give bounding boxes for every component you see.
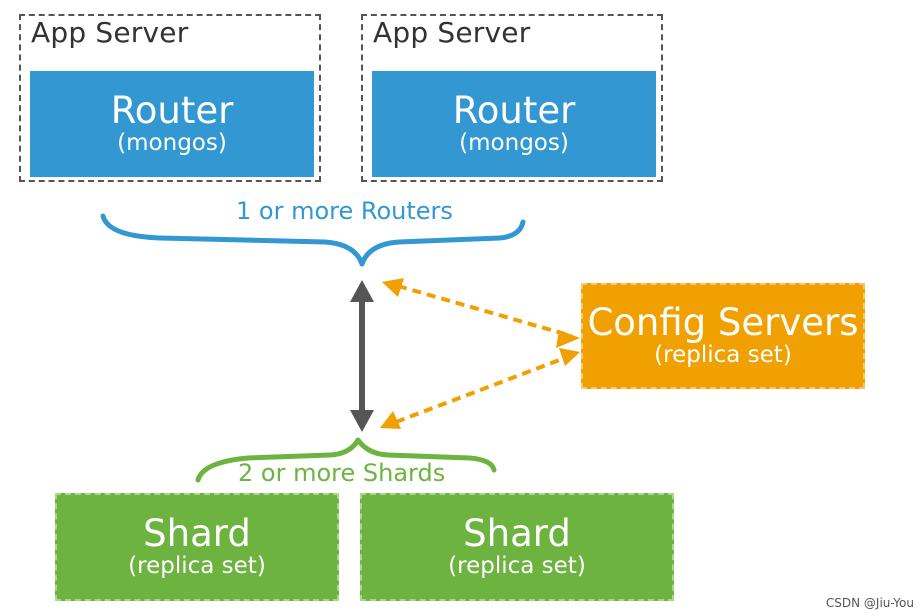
shards-caption: 2 or more Shards	[238, 459, 446, 487]
router-subtitle: (mongos)	[117, 129, 227, 156]
config-router-arrowhead-left	[382, 278, 404, 297]
shard-box-1: Shard (replica set)	[55, 493, 339, 601]
app-server-label: App Server	[373, 16, 531, 49]
router-title: Router	[110, 88, 234, 132]
shard-subtitle: (replica set)	[448, 552, 586, 579]
router-shard-arrowhead-top	[350, 280, 374, 302]
watermark: CSDN @Jiu-You	[825, 596, 914, 610]
config-router-arrow	[397, 284, 573, 338]
config-shard-arrowhead-left	[380, 411, 401, 429]
router-shard-arrowhead-bottom	[350, 410, 374, 432]
router-title: Router	[452, 88, 576, 132]
router-subtitle: (mongos)	[459, 129, 569, 156]
app-server-1: App Server Router (mongos)	[19, 14, 321, 182]
app-server-label: App Server	[31, 16, 189, 49]
config-servers-box: Config Servers (replica set)	[581, 283, 865, 389]
router-box-1: Router (mongos)	[30, 71, 314, 177]
router-box-2: Router (mongos)	[372, 71, 656, 177]
shard-title: Shard	[143, 511, 251, 555]
shard-title: Shard	[463, 511, 571, 555]
config-router-arrowhead-right	[556, 330, 580, 348]
config-subtitle: (replica set)	[654, 341, 792, 368]
app-server-2: App Server Router (mongos)	[361, 14, 663, 182]
shards-brace	[195, 437, 497, 483]
config-shard-arrow	[395, 354, 571, 424]
routers-caption: 1 or more Routers	[236, 197, 453, 225]
shard-box-2: Shard (replica set)	[360, 493, 674, 601]
shard-subtitle: (replica set)	[128, 552, 266, 579]
routers-brace	[100, 213, 526, 267]
config-title: Config Servers	[587, 300, 859, 344]
config-shard-arrowhead-right	[559, 348, 580, 366]
